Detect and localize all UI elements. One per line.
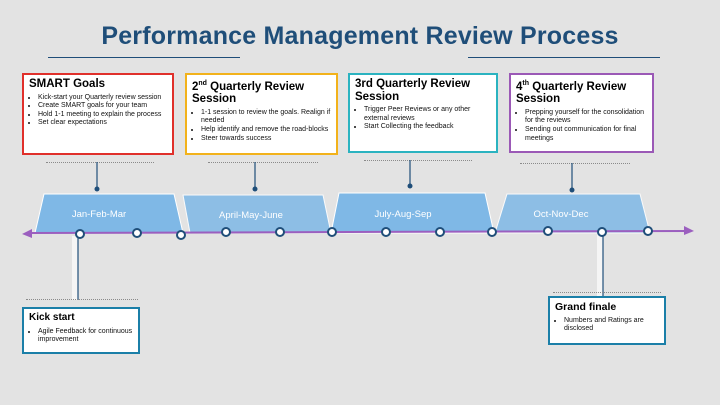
q2-title-num: 2 xyxy=(192,80,199,93)
q2-dotted-line xyxy=(208,162,318,163)
timeline-arrow-left xyxy=(22,229,32,238)
kick-connector-shadow xyxy=(72,236,78,300)
timeline-node xyxy=(75,229,85,239)
q3-box: 3rd Quarterly Review Session Trigger Pee… xyxy=(348,73,498,153)
grand-finale-title: Grand finale xyxy=(555,301,617,313)
kick-dotted-line xyxy=(26,299,138,300)
q1-title: SMART Goals xyxy=(29,78,106,90)
q2-item: 1-1 session to review the goals. Realign… xyxy=(201,109,331,126)
q4-title-sup: th xyxy=(522,80,530,87)
q1-box: SMART Goals Kick-start your Quarterly re… xyxy=(22,73,174,155)
timeline-node xyxy=(435,227,445,237)
title-rule-left xyxy=(48,57,240,58)
quarter-label-q2: April-May-June xyxy=(219,210,283,221)
q2-title: 2nd Quarterly Review Session xyxy=(192,78,331,106)
timeline-node xyxy=(176,230,186,240)
quarter-label-q3: July-Aug-Sep xyxy=(374,209,432,220)
q4-dotted-line xyxy=(520,163,630,164)
q4-title-num: 4 xyxy=(516,80,523,93)
q3-item: Start Collecting the feedback xyxy=(364,123,491,132)
q4-connector-dot xyxy=(569,187,575,193)
kick-start-list: Agile Feedback for continuous improvemen… xyxy=(29,328,133,345)
q4-title: 4th Quarterly Review Session xyxy=(516,78,647,106)
timeline-node xyxy=(487,227,497,237)
title-rule-right xyxy=(468,57,660,58)
timeline-node xyxy=(597,227,607,237)
q3-dotted-line xyxy=(364,160,472,161)
q3-title: 3rd Quarterly Review Session xyxy=(355,78,471,103)
timeline-node xyxy=(327,227,337,237)
q3-item: Trigger Peer Reviews or any other extern… xyxy=(364,106,491,123)
q4-list: Prepping yourself for the consolidation … xyxy=(516,109,647,143)
timeline-node xyxy=(381,227,391,237)
q1-item: Create SMART goals for your team xyxy=(38,102,167,111)
q2-connector-dot xyxy=(252,186,258,192)
q4-item: Prepping yourself for the consolidation … xyxy=(525,109,647,126)
q3-list: Trigger Peer Reviews or any other extern… xyxy=(355,106,491,132)
q1-item: Hold 1-1 meeting to explain the process xyxy=(38,111,167,120)
timeline-node xyxy=(543,226,553,236)
page-title: Performance Management Review Process xyxy=(101,22,619,50)
grand-finale-box: Grand finale Numbers and Ratings are dis… xyxy=(548,296,666,345)
finale-connector-shadow xyxy=(597,234,603,297)
q2-item: Help identify and remove the road-blocks xyxy=(201,126,331,135)
q2-title-sup: nd xyxy=(198,80,207,87)
q3-connector-dot xyxy=(407,183,413,189)
q2-title-rest: Quarterly Review Session xyxy=(192,80,305,106)
grand-finale-list: Numbers and Ratings are disclosed xyxy=(555,317,659,334)
kick-start-box: Kick start Agile Feedback for continuous… xyxy=(22,307,140,354)
q2-item: Steer towards success xyxy=(201,135,331,144)
timeline-node xyxy=(275,227,285,237)
q1-item: Set clear expectations xyxy=(38,119,167,128)
quarter-label-q4: Oct-Nov-Dec xyxy=(533,209,589,220)
kick-start-item: Agile Feedback for continuous improvemen… xyxy=(38,328,133,345)
timeline-node xyxy=(221,227,231,237)
timeline-node xyxy=(643,226,653,236)
q4-box: 4th Quarterly Review Session Prepping yo… xyxy=(509,73,654,153)
q2-box: 2nd Quarterly Review Session 1-1 session… xyxy=(185,73,338,155)
q1-dotted-line xyxy=(46,162,154,163)
quarter-label-q1: Jan-Feb-Mar xyxy=(71,209,127,220)
q1-item: Kick-start your Quarterly review session xyxy=(38,94,167,103)
finale-dotted-line xyxy=(553,292,661,293)
q1-list: Kick-start your Quarterly review session… xyxy=(29,94,167,128)
q4-title-rest: Quarterly Review Session xyxy=(516,80,627,106)
q1-connector-dot xyxy=(94,186,100,192)
q4-item: Sending out communication for final meet… xyxy=(525,126,647,143)
timeline-node xyxy=(132,228,142,238)
timeline-arrow-right xyxy=(684,226,694,235)
kick-start-title: Kick start xyxy=(29,312,75,323)
q2-list: 1-1 session to review the goals. Realign… xyxy=(192,109,331,143)
grand-finale-item: Numbers and Ratings are disclosed xyxy=(564,317,659,334)
